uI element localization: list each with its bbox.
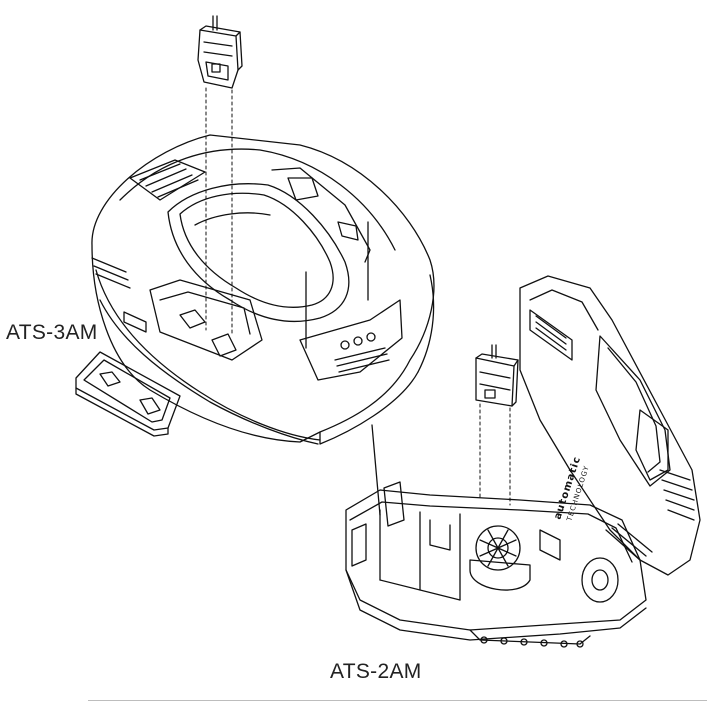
- adapter-insert-top: [197, 15, 243, 89]
- alignment-lines-top: [205, 87, 233, 336]
- ats-3am-charger: [91, 134, 435, 445]
- adapter-insert-middle: [475, 344, 519, 407]
- alignment-lines-bottom: [479, 403, 511, 506]
- ats-3am-label: ATS-3AM: [6, 321, 98, 344]
- ats-2am-label: ATS-2AM: [330, 660, 422, 683]
- footer-divider: [88, 700, 707, 701]
- ats-3am-insert-piece: [75, 351, 181, 437]
- ats-2am-charger: [345, 275, 701, 648]
